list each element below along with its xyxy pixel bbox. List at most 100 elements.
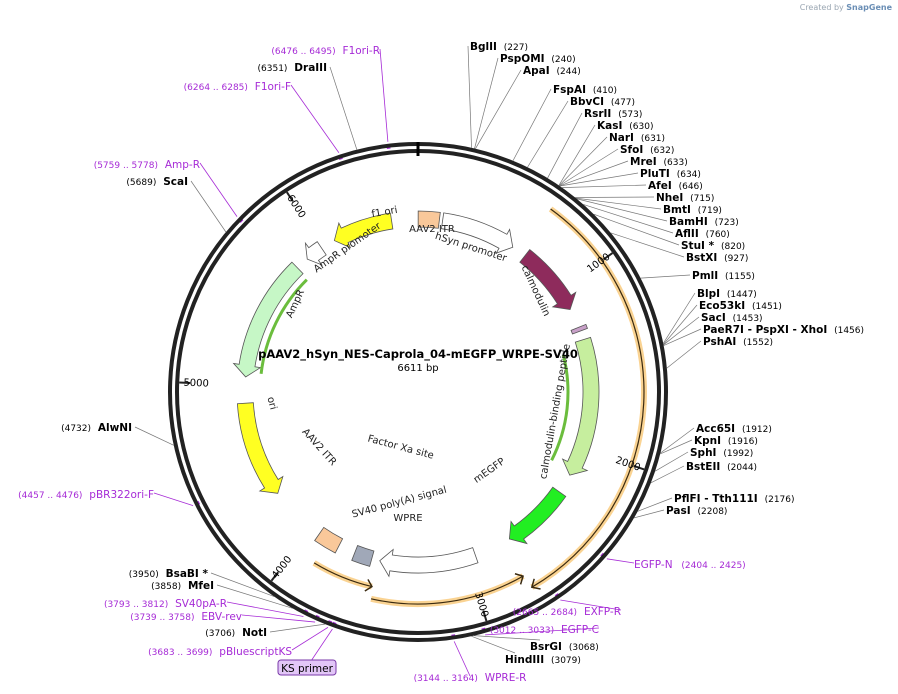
feature-calmodulin-binding-peptide xyxy=(561,336,600,476)
enzyme-leader xyxy=(467,45,472,148)
enzyme-name: PflFI - Tth111I xyxy=(674,493,758,505)
leader-lines xyxy=(134,45,702,677)
primer-name: EGFP-N xyxy=(634,559,673,571)
enzyme-name: NotI xyxy=(242,627,267,639)
ruler-label-5000: 5000 xyxy=(183,378,209,390)
enzyme-name: BglII xyxy=(470,41,497,53)
enzyme-leader xyxy=(512,88,552,161)
primer-leader xyxy=(226,601,304,617)
enzyme-name: Eco53kI xyxy=(699,300,745,312)
enzyme-pflfi-tth111i: PflFI - Tth111I (2176) xyxy=(674,493,795,505)
primer-name: pBR322ori-F xyxy=(89,489,154,501)
enzyme-draiii: (6351) DraIII xyxy=(258,62,328,74)
enzyme-name: KpnI xyxy=(694,435,721,447)
primer-marker xyxy=(332,621,337,625)
primer-name: F1ori-R xyxy=(343,45,380,57)
enzyme-bsteii: BstEII (2044) xyxy=(686,461,757,473)
enzyme-leader xyxy=(575,197,662,210)
enzyme-leader xyxy=(663,328,702,346)
features xyxy=(232,210,600,578)
enzyme-position: (244) xyxy=(554,67,581,77)
brand-created-by: Created by xyxy=(799,3,844,12)
enzyme-position: (3079) xyxy=(548,656,581,666)
enzyme-name: BstXI xyxy=(686,252,717,264)
enzyme-leader xyxy=(650,465,685,484)
primer-name: WPRE-R xyxy=(485,672,527,684)
enzyme-name: StuI * xyxy=(681,240,715,252)
enzyme-position: (646) xyxy=(676,182,703,192)
feature-label-ori: ori xyxy=(264,396,278,411)
feature-calmodulin xyxy=(519,249,577,310)
primer-f1ori-f: (6264 .. 6285) F1ori-F xyxy=(184,81,291,93)
enzyme-bstxi: BstXI (927) xyxy=(686,252,748,264)
primer-marker xyxy=(315,614,320,619)
primer-pbluescriptks: (3683 .. 3699) pBluescriptKS xyxy=(148,646,292,658)
enzyme-leader xyxy=(475,69,522,149)
ruler-tick xyxy=(286,191,294,202)
enzyme-pmli: PmlI (1155) xyxy=(692,270,755,282)
enzyme-leader xyxy=(474,57,499,149)
enzyme-position: (719) xyxy=(695,206,722,216)
enzyme-scai: (5689) ScaI xyxy=(126,176,188,188)
enzyme-name: PasI xyxy=(666,505,691,517)
enzyme-nari: NarI (631) xyxy=(609,132,665,144)
enzyme-position: (1447) xyxy=(724,290,757,300)
inner-markers xyxy=(259,278,570,461)
enzyme-leader xyxy=(640,274,691,279)
enzyme-position: (410) xyxy=(590,86,617,96)
enzyme-name: AfeI xyxy=(648,180,672,192)
feature-megfp xyxy=(508,486,567,545)
feature-ampr-promoter xyxy=(304,241,327,266)
feature-label-wpre: WPRE xyxy=(393,513,422,524)
primer-leader xyxy=(606,558,635,564)
ruler-label-4000: 4000 xyxy=(270,554,294,581)
enzyme-name: Acc65I xyxy=(696,423,735,435)
feature-sv40-poly-a-signal xyxy=(351,545,375,567)
enzyme-leader xyxy=(471,635,516,654)
enzyme-name: SphI xyxy=(690,447,716,459)
enzyme-leader xyxy=(210,572,275,597)
enzyme-position: (3068) xyxy=(566,643,599,653)
enzyme-paer7i-pspxi-xhoi: PaeR7I - PspXI - XhoI (1456) xyxy=(703,324,864,336)
enzyme-leader xyxy=(559,172,639,187)
enzyme-position: (1456) xyxy=(831,326,864,336)
enzyme-position: (820) xyxy=(718,242,745,252)
enzyme-nhei: NheI (715) xyxy=(656,192,714,204)
enzyme-name: ScaI xyxy=(163,176,188,188)
enzyme-leader xyxy=(559,160,629,187)
enzyme-position: (630) xyxy=(626,122,653,132)
orf-arrowhead-0 xyxy=(530,578,541,590)
enzyme-position: (3706) xyxy=(205,629,238,639)
enzyme-leader xyxy=(662,292,696,344)
primer-range: (3683 .. 3699) xyxy=(148,648,215,658)
primer-name: F1ori-F xyxy=(255,81,291,93)
enzyme-name: BlpI xyxy=(697,288,720,300)
enzyme-name: MreI xyxy=(630,156,657,168)
enzyme-leader xyxy=(559,148,619,187)
primer-range: (5759 .. 5778) xyxy=(94,161,161,171)
feature-factor-xa-site xyxy=(570,323,588,335)
enzyme-fspai: FspAI (410) xyxy=(553,84,617,96)
enzyme-bbvci: BbvCI (477) xyxy=(570,96,635,108)
snapgene-credit: Created by SnapGene xyxy=(800,3,892,12)
enzyme-position: (4732) xyxy=(61,424,94,434)
primer-name: SV40pA-R xyxy=(175,598,227,610)
enzyme-pasi: PasI (2208) xyxy=(666,505,727,517)
primer-leader xyxy=(241,614,316,623)
primer-range: (3012 .. 3033) xyxy=(490,626,557,636)
primer-f1ori-r: (6476 .. 6495) F1ori-R xyxy=(271,45,380,57)
enzyme-leader xyxy=(663,316,700,346)
enzyme-eco53ki: Eco53kI (1451) xyxy=(699,300,782,312)
plasmid-length: 6611 bp xyxy=(397,363,438,374)
primer-marker xyxy=(239,218,244,223)
primer-range: (3739 .. 3758) xyxy=(130,613,197,623)
enzyme-aflii: AflII (760) xyxy=(675,228,730,240)
enzyme-name: PshAI xyxy=(703,336,736,348)
enzyme-leader xyxy=(654,451,689,472)
orf-arcs xyxy=(312,206,647,608)
primer-leader xyxy=(291,627,329,651)
enzyme-bmti: BmtI (719) xyxy=(663,204,722,216)
enzyme-name: PspOMI xyxy=(500,53,545,65)
orf-arc-1 xyxy=(370,573,525,608)
